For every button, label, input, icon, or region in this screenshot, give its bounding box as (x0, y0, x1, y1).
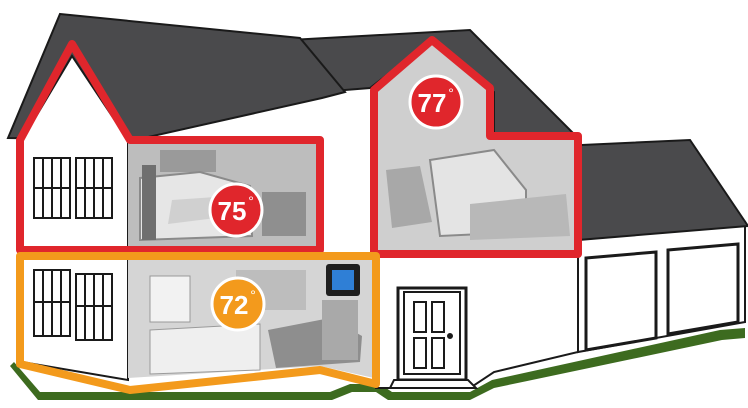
temp-value-bedroom: 75 (218, 196, 247, 226)
temp-unit-nursery: ° (448, 85, 454, 101)
front-door-icon (390, 288, 476, 388)
temp-unit-living: ° (250, 287, 256, 303)
thermostat-icon (326, 264, 360, 296)
temp-badge-living: 72 ° (212, 278, 264, 330)
temp-badge-nursery: 77 ° (410, 76, 462, 128)
temp-value-living: 72 (220, 290, 249, 320)
temp-unit-bedroom: ° (248, 193, 254, 209)
garage-roof (560, 140, 748, 240)
temp-badge-bedroom: 75 ° (210, 184, 262, 236)
temp-value-nursery: 77 (418, 88, 447, 118)
